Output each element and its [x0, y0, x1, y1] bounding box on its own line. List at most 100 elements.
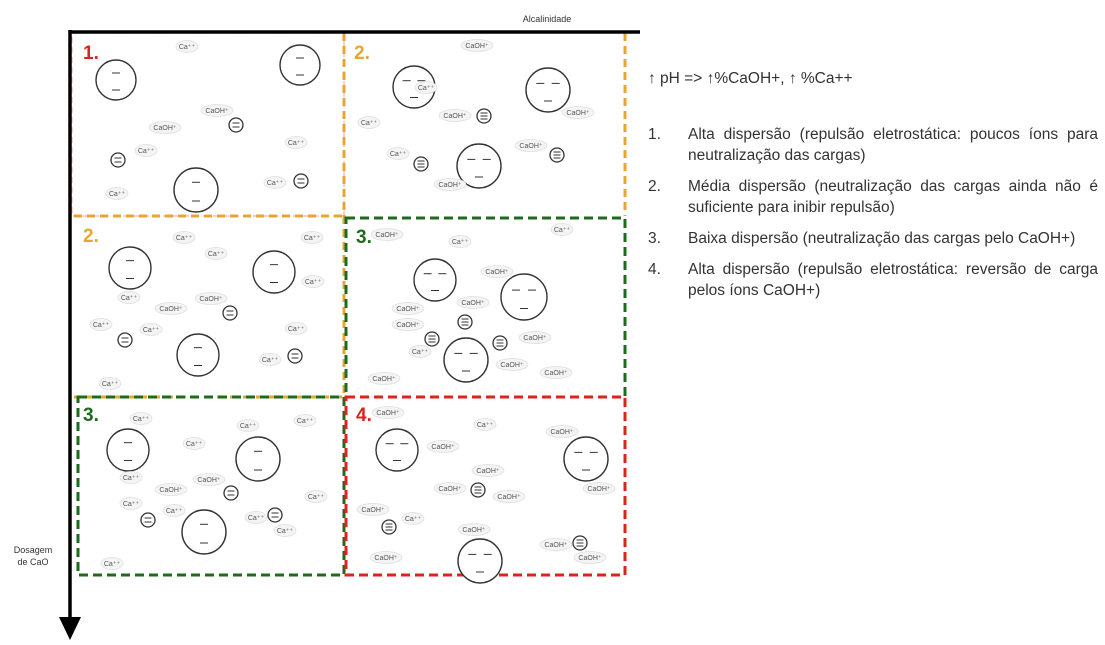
svg-text:Ca⁺⁺: Ca⁺⁺: [166, 508, 183, 515]
small-particle: [117, 332, 133, 348]
legend-item-text: Alta dispersão (repulsão eletrostática: …: [688, 261, 1098, 299]
panel-3a-border: [344, 216, 627, 399]
small-particle: [549, 147, 565, 163]
ca-ion: Ca⁺⁺: [263, 176, 287, 189]
large-particle: [525, 67, 571, 113]
small-particle: [228, 117, 244, 133]
svg-text:CaOH⁺: CaOH⁺: [361, 507, 384, 514]
caoh-ion: CaOH⁺: [460, 39, 494, 52]
svg-text:Ca⁺⁺: Ca⁺⁺: [277, 528, 294, 535]
svg-text:Ca⁺⁺: Ca⁺⁺: [412, 349, 429, 356]
svg-text:Ca⁺⁺: Ca⁺⁺: [143, 327, 160, 334]
panel-1-number: 1.: [83, 43, 99, 64]
small-particle: [293, 173, 309, 189]
ca-ion: Ca⁺⁺: [129, 412, 153, 425]
large-particle: [235, 436, 281, 482]
svg-text:Ca⁺⁺: Ca⁺⁺: [138, 148, 155, 155]
svg-text:Ca⁺⁺: Ca⁺⁺: [109, 191, 126, 198]
caoh-ion: CaOH⁺: [545, 425, 579, 438]
svg-text:Ca⁺⁺: Ca⁺⁺: [305, 279, 322, 286]
caoh-ion: CaOH⁺: [148, 121, 182, 134]
ca-ion: Ca⁺⁺: [134, 144, 158, 157]
ca-ion: Ca⁺⁺: [408, 345, 432, 358]
ca-ion: Ca⁺⁺: [301, 275, 325, 288]
svg-text:CaOH⁺: CaOH⁺: [438, 182, 461, 189]
svg-text:CaOH⁺: CaOH⁺: [476, 468, 499, 475]
svg-text:CaOH⁺: CaOH⁺: [544, 542, 567, 549]
ca-ion: Ca⁺⁺: [172, 231, 196, 244]
large-particle: [563, 436, 609, 482]
svg-text:Ca⁺⁺: Ca⁺⁺: [240, 423, 257, 430]
ca-ion: Ca⁺⁺: [414, 81, 438, 94]
svg-text:Ca⁺⁺: Ca⁺⁺: [288, 140, 305, 147]
large-particle: [181, 509, 227, 555]
ca-ion: Ca⁺⁺: [175, 40, 199, 53]
ca-ion: Ca⁺⁺: [100, 557, 124, 570]
svg-text:CaOH⁺: CaOH⁺: [159, 306, 182, 313]
small-particle: [413, 156, 429, 172]
caoh-ion: CaOH⁺: [582, 482, 616, 495]
legend-item-number: 2.: [648, 178, 661, 195]
ca-ion: Ca⁺⁺: [258, 353, 282, 366]
caoh-ion: CaOH⁺: [426, 440, 460, 453]
svg-text:Ca⁺⁺: Ca⁺⁺: [267, 180, 284, 187]
large-particle: [173, 167, 219, 213]
large-particle: [375, 428, 419, 472]
svg-text:Ca⁺⁺: Ca⁺⁺: [102, 381, 119, 388]
legend-item-number: 4.: [648, 261, 661, 278]
svg-text:Ca⁺⁺: Ca⁺⁺: [405, 516, 422, 523]
svg-text:CaOH⁺: CaOH⁺: [199, 296, 222, 303]
svg-text:CaOH⁺: CaOH⁺: [500, 362, 523, 369]
svg-text:Ca⁺⁺: Ca⁺⁺: [121, 295, 138, 302]
ca-ion: Ca⁺⁺: [119, 497, 143, 510]
panel-2-number: 2.: [354, 43, 370, 64]
svg-text:CaOH⁺: CaOH⁺: [519, 143, 542, 150]
large-particle: [106, 428, 150, 472]
svg-text:Ca⁺⁺: Ca⁺⁺: [452, 239, 469, 246]
ca-ion: Ca⁺⁺: [273, 524, 297, 537]
large-particle: [95, 59, 137, 101]
dispersion-diagram: Alcalinidade Dosagem de CaO 1. 2. 2. 3. …: [14, 14, 640, 640]
svg-text:CaOH⁺: CaOH⁺: [205, 108, 228, 115]
svg-text:Ca⁺⁺: Ca⁺⁺: [93, 322, 110, 329]
svg-text:Ca⁺⁺: Ca⁺⁺: [390, 151, 407, 158]
svg-text:CaOH⁺: CaOH⁺: [197, 477, 220, 484]
large-particle: [279, 44, 321, 86]
svg-text:CaOH⁺: CaOH⁺: [587, 486, 610, 493]
svg-text:Ca⁺⁺: Ca⁺⁺: [262, 357, 279, 364]
svg-text:Ca⁺⁺: Ca⁺⁺: [297, 418, 314, 425]
particles-layer: Ca⁺⁺ CaOH⁺ CaOH⁺ Ca⁺⁺ Ca⁺⁺ Ca⁺⁺ Ca⁺⁺ CaOH⁺ Ca⁺⁺ C…: [89, 39, 616, 584]
ca-ion: Ca⁺⁺: [550, 223, 574, 236]
ca-ion: Ca⁺⁺: [284, 136, 308, 149]
svg-text:Ca⁺⁺: Ca⁺⁺: [186, 441, 203, 448]
svg-text:Ca⁺⁺: Ca⁺⁺: [133, 416, 150, 423]
large-particle: [500, 273, 548, 321]
svg-text:Ca⁺⁺: Ca⁺⁺: [361, 120, 378, 127]
caoh-ion: CaOH⁺: [518, 331, 552, 344]
panel-3b-border: [76, 395, 346, 577]
svg-text:Ca⁺⁺: Ca⁺⁺: [304, 235, 321, 242]
caoh-ion: CaOH⁺: [391, 318, 425, 331]
small-particle: [267, 507, 283, 523]
caoh-ion: CaOH⁺: [433, 178, 467, 191]
caoh-ion: CaOH⁺: [561, 106, 595, 119]
legend-item-text: Alta dispersão (repulsão eletrostática: …: [688, 126, 1098, 164]
svg-text:CaOH⁺: CaOH⁺: [374, 555, 397, 562]
svg-text:CaOH⁺: CaOH⁺: [462, 527, 485, 534]
ca-ion: Ca⁺⁺: [204, 247, 228, 260]
caoh-ion: CaOH⁺: [433, 482, 467, 495]
svg-text:Ca⁺⁺: Ca⁺⁺: [554, 227, 571, 234]
legend-item: 3.Baixa dispersão (neutralização das car…: [648, 228, 1098, 249]
small-particle: [140, 512, 156, 528]
caoh-ion: CaOH⁺: [194, 292, 228, 305]
large-particle: [413, 258, 457, 302]
svg-text:Ca⁺⁺: Ca⁺⁺: [179, 44, 196, 51]
ca-ion: Ca⁺⁺: [401, 512, 425, 525]
ca-ion: Ca⁺⁺: [244, 511, 268, 524]
ca-ion: Ca⁺⁺: [162, 504, 186, 517]
legend-header: ↑ pH => ↑%CaOH+, ↑ %Ca++: [648, 70, 853, 87]
ca-ion: Ca⁺⁺: [182, 437, 206, 450]
caoh-ion: CaOH⁺: [456, 296, 490, 309]
svg-text:Ca⁺⁺: Ca⁺⁺: [477, 422, 494, 429]
y-axis-arrowhead: [59, 617, 81, 640]
